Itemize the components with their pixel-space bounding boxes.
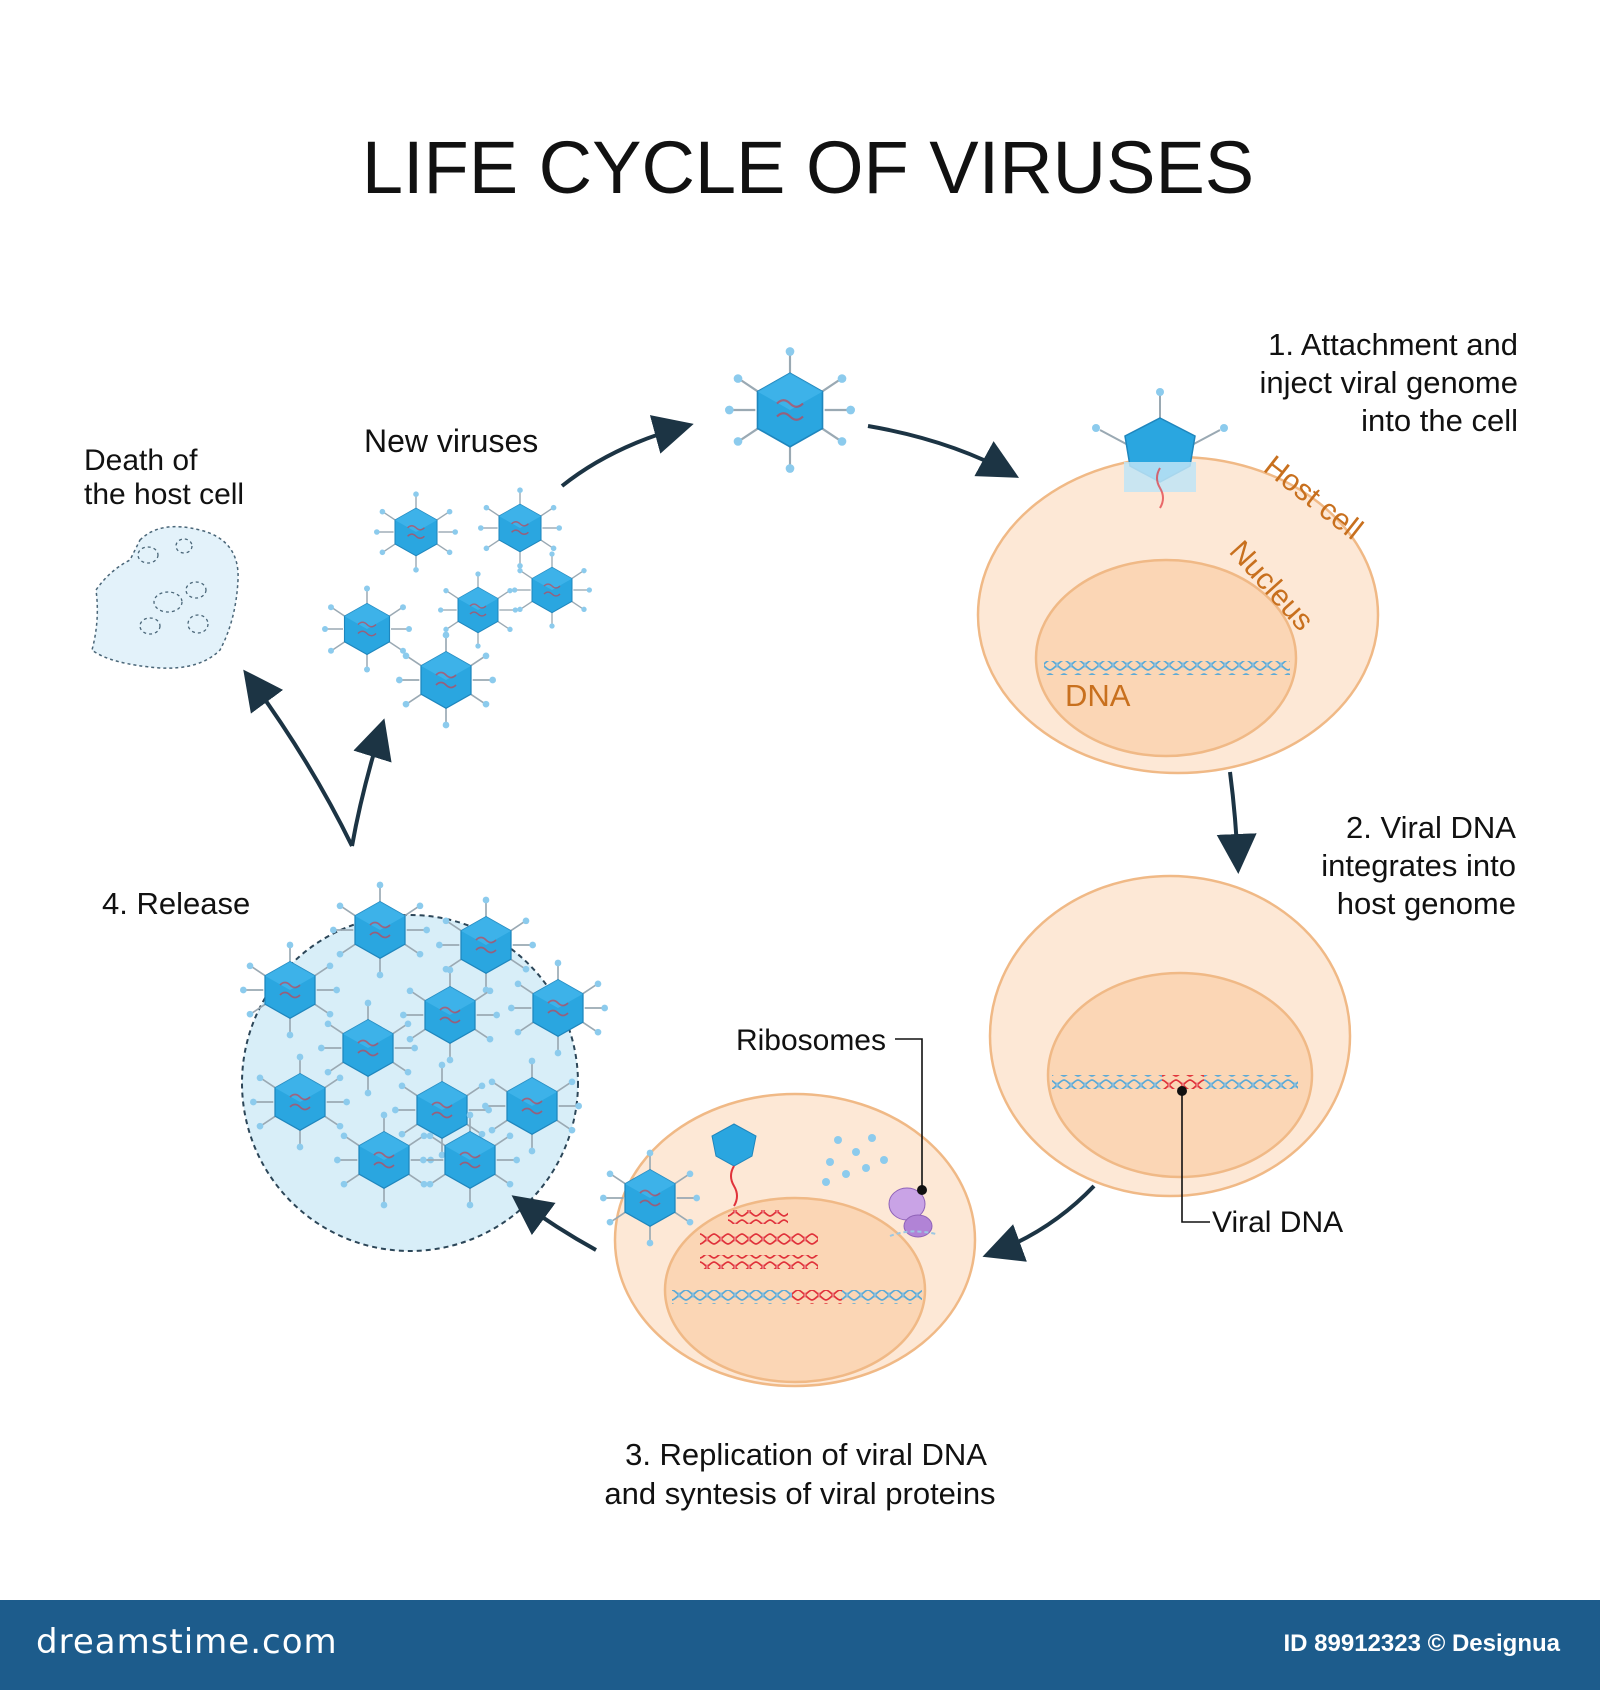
svg-text:inject viral genome: inject viral genome bbox=[1260, 365, 1518, 400]
host-cell-integration: Viral DNA bbox=[988, 874, 1352, 1239]
arrow-new-to-free bbox=[560, 415, 694, 488]
footer-bar: dreamstime.com ID 89912323 © Designua bbox=[0, 1600, 1600, 1690]
svg-text:1. Attachment and: 1. Attachment and bbox=[1268, 327, 1518, 362]
svg-text:Death of: Death of bbox=[84, 444, 198, 477]
death-label: Death of the host cell bbox=[84, 444, 244, 511]
diagram-title: LIFE CYCLE OF VIRUSES bbox=[362, 126, 1254, 209]
cycle-arrows bbox=[243, 415, 1257, 1262]
new-viruses-label: New viruses bbox=[364, 423, 538, 459]
svg-text:host genome: host genome bbox=[1337, 886, 1516, 921]
ribosome-icon bbox=[888, 1187, 937, 1238]
step3-label: 3. Replication of viral DNA and syntesis… bbox=[604, 1437, 995, 1511]
attaching-virus bbox=[1092, 388, 1228, 509]
host-cell-replication: Ribosomes bbox=[599, 1024, 977, 1388]
svg-text:into the cell: into the cell bbox=[1361, 403, 1518, 438]
svg-text:the host cell: the host cell bbox=[84, 478, 244, 511]
bursting-cell bbox=[239, 880, 609, 1252]
arrow-integrate-to-replicate bbox=[982, 1184, 1096, 1262]
arrow-release-to-new bbox=[350, 718, 392, 847]
step1-label: 1. Attachment and inject viral genome in… bbox=[1260, 327, 1518, 438]
svg-text:and syntesis of viral proteins: and syntesis of viral proteins bbox=[604, 1476, 995, 1511]
svg-text:2. Viral DNA: 2. Viral DNA bbox=[1346, 810, 1516, 845]
arrow-free-to-attach bbox=[867, 424, 1020, 478]
footer-brand[interactable]: dreamstime.com bbox=[36, 1622, 338, 1662]
svg-text:3. Replication of viral DNA: 3. Replication of viral DNA bbox=[625, 1437, 987, 1472]
new-virus-group bbox=[321, 486, 593, 730]
ribosomes-label: Ribosomes bbox=[736, 1024, 886, 1057]
step4-label: 4. Release bbox=[102, 886, 250, 921]
step2-label: 2. Viral DNA integrates into host genome bbox=[1321, 810, 1516, 921]
arrow-release-to-death bbox=[243, 669, 354, 847]
arrow-replicate-to-release bbox=[511, 1195, 597, 1252]
free-virus bbox=[723, 346, 857, 474]
viral-dna-insert bbox=[1162, 1075, 1204, 1089]
dna-label: DNA bbox=[1065, 678, 1131, 713]
footer-image-id: ID 89912323 © Designua bbox=[1283, 1630, 1561, 1657]
viral-dna-label: Viral DNA bbox=[1212, 1206, 1343, 1239]
dead-host-cell bbox=[91, 525, 239, 669]
arrow-attach-to-integrate bbox=[1216, 771, 1257, 874]
host-cell-attachment: DNA Host cell Nucleus bbox=[976, 388, 1380, 775]
svg-text:integrates into: integrates into bbox=[1321, 848, 1516, 883]
host-dna-strand bbox=[1044, 661, 1290, 675]
